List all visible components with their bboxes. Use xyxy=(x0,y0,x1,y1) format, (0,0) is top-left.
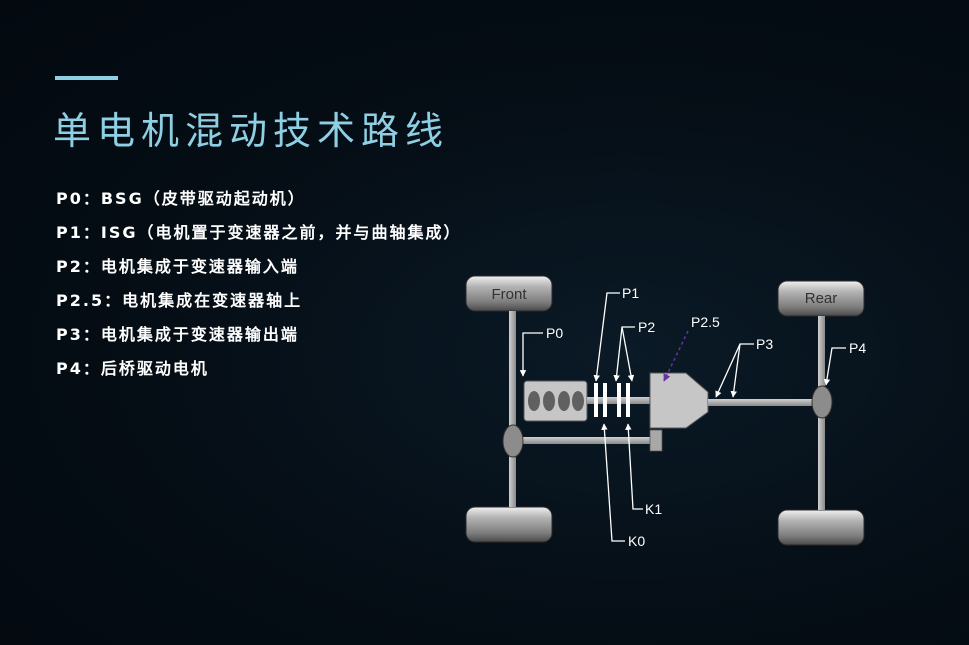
p3-callout-line-a xyxy=(715,343,754,398)
p3-label: P3 xyxy=(756,336,773,352)
p4-callout-line xyxy=(823,347,846,386)
front-wheel-top: Front xyxy=(465,275,553,312)
p1-motor-plate xyxy=(594,383,598,417)
list-item-p3: P3：电机集成于变速器输出端 xyxy=(56,325,299,344)
p1-callout-line xyxy=(593,292,620,382)
rear-label: Rear xyxy=(805,290,838,307)
rear-differential xyxy=(811,385,833,419)
p3-callout-line-b xyxy=(730,343,741,398)
p2-callout-line-a xyxy=(613,326,635,382)
list-item-p0: P0：BSG（皮带驱动起动机） xyxy=(56,189,306,208)
p2-label: P2 xyxy=(638,319,655,335)
engine xyxy=(523,380,588,422)
p0-callout-line xyxy=(519,332,543,377)
rear-wheel-bottom xyxy=(777,509,865,546)
k0-label: K0 xyxy=(628,533,645,549)
rear-wheel-top: Rear xyxy=(777,280,865,317)
transfer-gear xyxy=(649,429,663,452)
p2-motor-plate xyxy=(617,383,621,417)
k1-callout-line xyxy=(625,423,643,510)
k1-label: K1 xyxy=(645,501,662,517)
front-wheel-bottom xyxy=(465,506,553,543)
k0-callout-line xyxy=(601,423,625,542)
clutch-k1-plate xyxy=(626,383,630,417)
p0-label: P0 xyxy=(546,325,563,341)
position-list: P0：BSG（皮带驱动起动机） P1：ISG（电机置于变速器之前，并与曲轴集成）… xyxy=(56,186,461,390)
front-label: Front xyxy=(491,286,527,303)
page-title: 单电机混动技术路线 xyxy=(53,109,450,153)
prop-shaft xyxy=(708,399,814,406)
front-differential xyxy=(502,424,524,458)
title-accent-bar xyxy=(55,76,118,80)
p1-label: P1 xyxy=(622,285,639,301)
list-item-p2: P2：电机集成于变速器输入端 xyxy=(56,257,299,276)
front-axle xyxy=(509,311,516,507)
list-item-p4: P4：后桥驱动电机 xyxy=(56,359,209,378)
list-item-p2-5: P2.5：电机集成在变速器轴上 xyxy=(56,291,303,310)
p4-label: P4 xyxy=(849,340,866,356)
list-item-p1: P1：ISG（电机置于变速器之前，并与曲轴集成） xyxy=(56,223,462,242)
front-transfer-shaft xyxy=(516,437,654,444)
p2-5-label: P2.5 xyxy=(691,314,720,330)
clutch-k0-plate xyxy=(603,383,607,417)
transmission xyxy=(649,372,709,429)
p2-callout-line-b xyxy=(621,326,635,382)
